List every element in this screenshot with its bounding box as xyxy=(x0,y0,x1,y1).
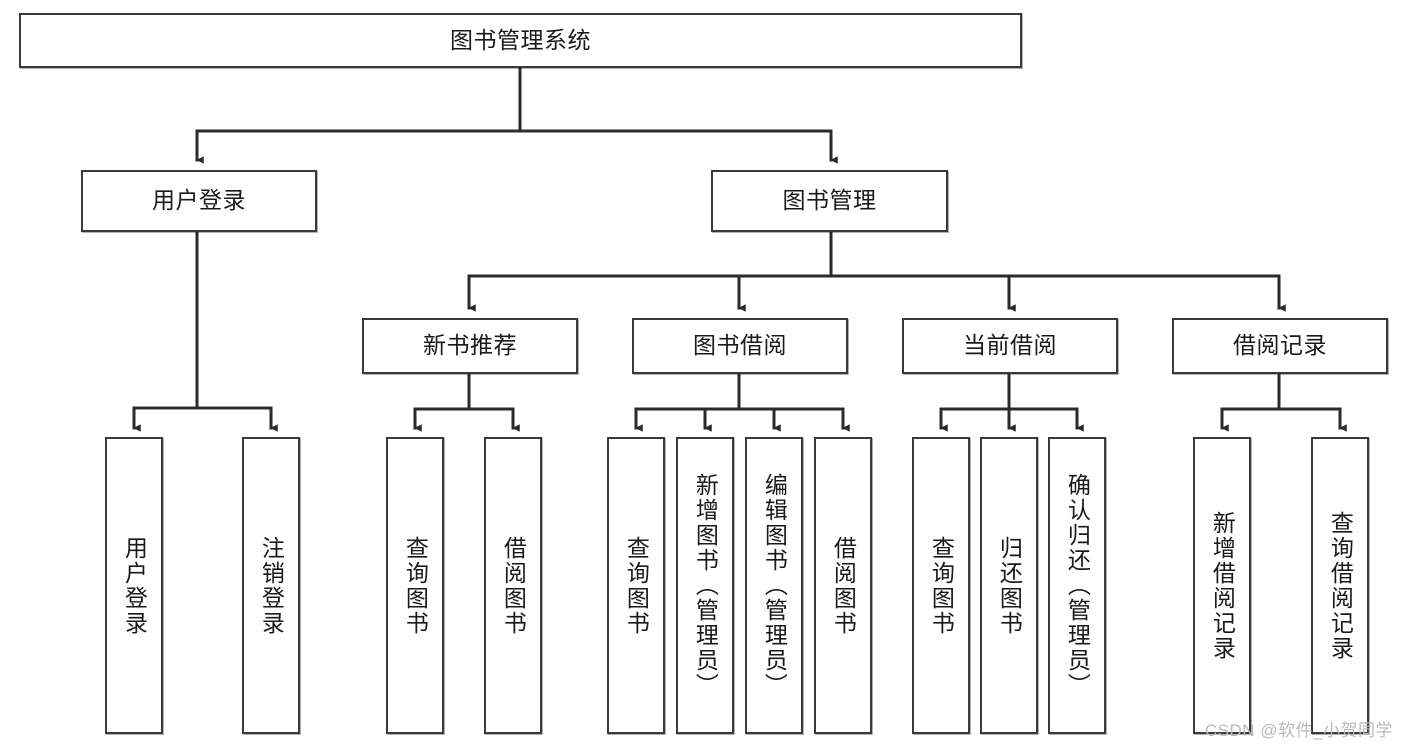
node-label: 新书推荐 xyxy=(423,332,517,359)
node-leaf-add-borrow-record[interactable]: 新增借阅记录 xyxy=(1193,437,1251,734)
node-leaf-user-logout[interactable]: 注销登录 xyxy=(242,437,300,734)
node-book-borrow[interactable]: 图书借阅 xyxy=(632,318,848,374)
node-leaf-edit-book-admin[interactable]: 编辑图书（管理员） xyxy=(745,437,803,734)
node-label: 图书管理系统 xyxy=(450,26,591,53)
node-leaf-query-book-borrow[interactable]: 查询图书 xyxy=(607,437,665,734)
node-label: 查询借阅记录 xyxy=(1327,510,1354,661)
node-label: 编辑图书（管理员） xyxy=(761,473,788,698)
node-leaf-query-book-current[interactable]: 查询图书 xyxy=(912,437,970,734)
node-label: 图书借阅 xyxy=(693,332,787,359)
node-label: 确认归还（管理员） xyxy=(1064,473,1091,698)
node-leaf-query-book-recommend[interactable]: 查询图书 xyxy=(386,437,444,734)
node-label: 注销登录 xyxy=(258,535,285,636)
node-label: 借阅图书 xyxy=(500,535,527,636)
node-label: 借阅记录 xyxy=(1233,332,1327,359)
node-label: 新增图书（管理员） xyxy=(692,473,719,698)
node-leaf-return-book[interactable]: 归还图书 xyxy=(980,437,1038,734)
node-leaf-query-borrow-record[interactable]: 查询借阅记录 xyxy=(1311,437,1369,734)
node-borrow-record[interactable]: 借阅记录 xyxy=(1172,318,1388,374)
node-label: 用户登录 xyxy=(121,535,148,636)
node-current-borrow[interactable]: 当前借阅 xyxy=(902,318,1118,374)
node-label: 用户登录 xyxy=(152,187,246,214)
node-leaf-borrow-book-recommend[interactable]: 借阅图书 xyxy=(484,437,542,734)
node-label: 新增借阅记录 xyxy=(1209,510,1236,661)
node-book-management[interactable]: 图书管理 xyxy=(711,170,948,232)
node-new-book-recommend[interactable]: 新书推荐 xyxy=(362,318,578,374)
node-root-book-management-system[interactable]: 图书管理系统 xyxy=(19,13,1022,68)
node-label: 查询图书 xyxy=(928,535,955,636)
node-label: 归还图书 xyxy=(996,535,1023,636)
node-label: 借阅图书 xyxy=(830,535,857,636)
node-leaf-add-book-admin[interactable]: 新增图书（管理员） xyxy=(676,437,734,734)
node-label: 当前借阅 xyxy=(963,332,1057,359)
node-label: 查询图书 xyxy=(623,535,650,636)
node-leaf-confirm-return-admin[interactable]: 确认归还（管理员） xyxy=(1048,437,1106,734)
node-label: 图书管理 xyxy=(782,187,877,214)
node-user-login[interactable]: 用户登录 xyxy=(81,170,317,232)
node-leaf-borrow-book[interactable]: 借阅图书 xyxy=(814,437,872,734)
node-label: 查询图书 xyxy=(402,535,429,636)
watermark-text: CSDN @软件_小贺同学 xyxy=(1204,721,1393,740)
node-leaf-user-login[interactable]: 用户登录 xyxy=(105,437,163,734)
